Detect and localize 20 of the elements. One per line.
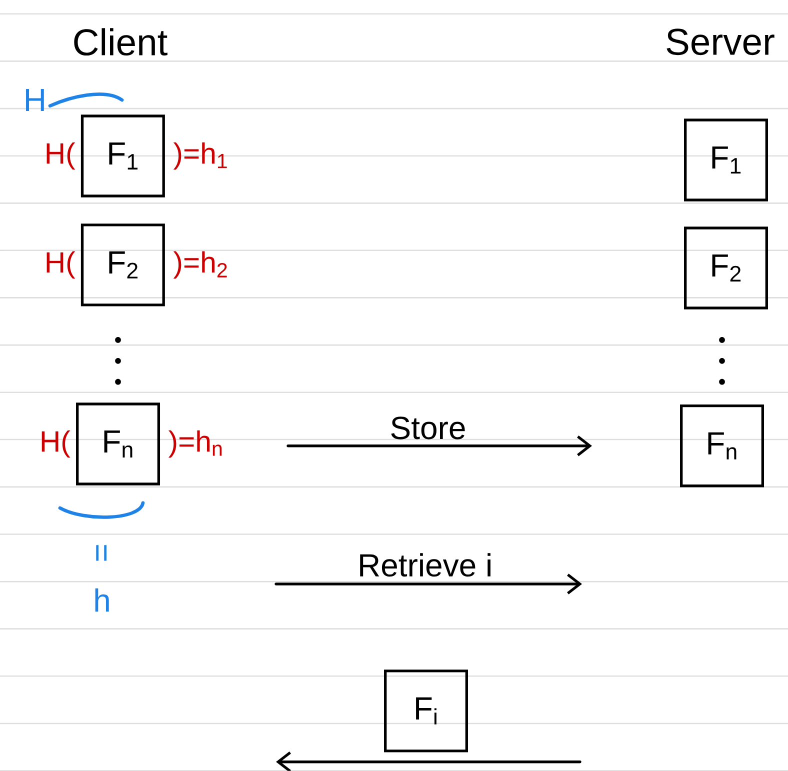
file-box: F$_{2}$	[80, 224, 165, 306]
file-box: F$_{1}$	[80, 114, 165, 198]
file-box: F$_{2}$	[684, 226, 768, 310]
annotation-text: =	[96, 545, 106, 561]
hash-expression: H(	[46, 142, 76, 170]
file-box: F$_{n}$	[680, 404, 764, 488]
annotation-text: Retrieve i	[360, 553, 490, 577]
column-heading: Client	[74, 28, 168, 56]
hash-expression: )=h$_{n}$	[168, 430, 222, 458]
file-box: F$_{1}$	[684, 118, 768, 202]
annotation-text: Store	[391, 416, 465, 440]
file-box: F$_{i}$	[384, 670, 468, 752]
file-box: F$_{n}$	[76, 402, 160, 486]
annotation-text: H	[26, 89, 44, 112]
hash-expression: )=h$_{1}$	[173, 142, 227, 170]
column-heading: Server	[666, 28, 774, 56]
hash-expression: H(	[42, 430, 70, 458]
annotation-text: h	[95, 588, 109, 612]
hash-expression: )=h$_{2}$	[173, 251, 227, 279]
hash-expression: H(	[46, 251, 76, 279]
